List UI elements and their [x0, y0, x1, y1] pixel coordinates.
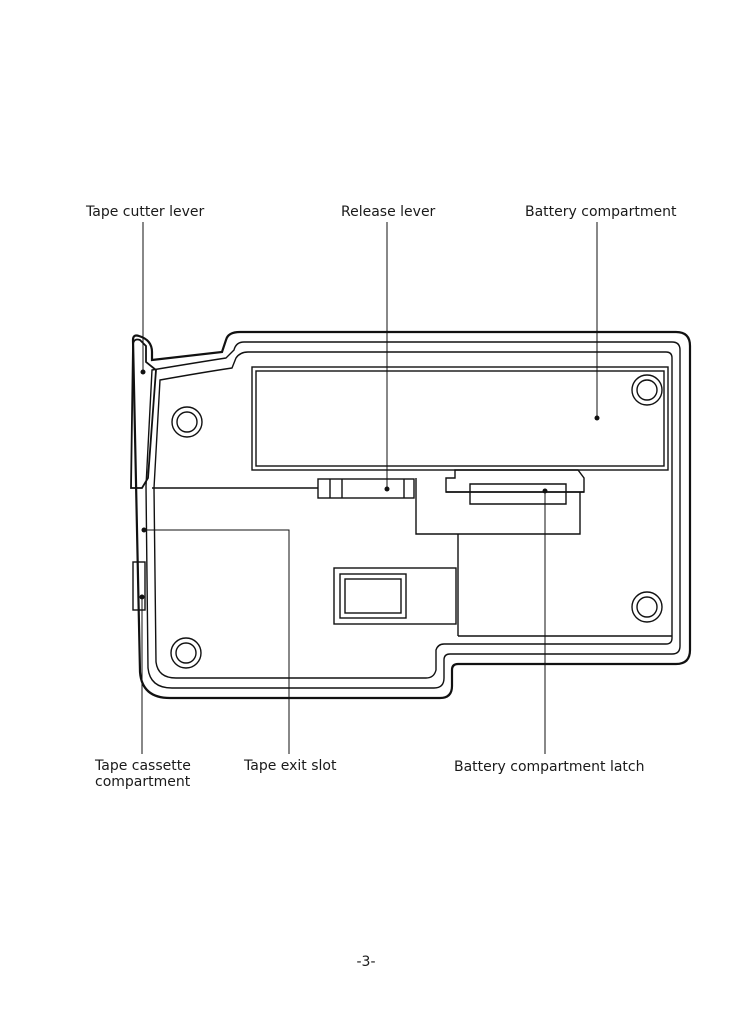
- label-tape-exit-slot: Tape exit slot: [244, 758, 336, 774]
- tape-exit-window-inner: [345, 579, 401, 613]
- device-outer-body: [133, 332, 690, 698]
- label-release-lever: Release lever: [341, 204, 435, 220]
- release-lever-shape: [318, 479, 414, 498]
- tape-exit-window-outer: [334, 568, 456, 624]
- screw: [632, 375, 662, 405]
- leader-tape-exit-slot: [144, 530, 289, 754]
- battery-compartment-shape: [252, 367, 668, 470]
- screw: [171, 638, 201, 668]
- tape-exit-window: [340, 574, 406, 618]
- label-battery-compartment-latch: Battery compartment latch: [454, 759, 644, 775]
- device-inner-outline-2: [154, 352, 672, 678]
- battery-compartment-latch-shape: [446, 470, 584, 492]
- battery-compartment-inner: [256, 371, 664, 466]
- label-tape-cassette-compartment: Tape cassette compartment: [95, 758, 191, 790]
- battery-compartment-latch-tab: [416, 478, 580, 534]
- page-number: -3-: [0, 954, 732, 970]
- label-battery-compartment: Battery compartment: [525, 204, 677, 220]
- screw: [172, 407, 202, 437]
- battery-compartment-latch-inner: [470, 484, 566, 504]
- screw: [632, 592, 662, 622]
- label-tape-cutter-lever: Tape cutter lever: [86, 204, 204, 220]
